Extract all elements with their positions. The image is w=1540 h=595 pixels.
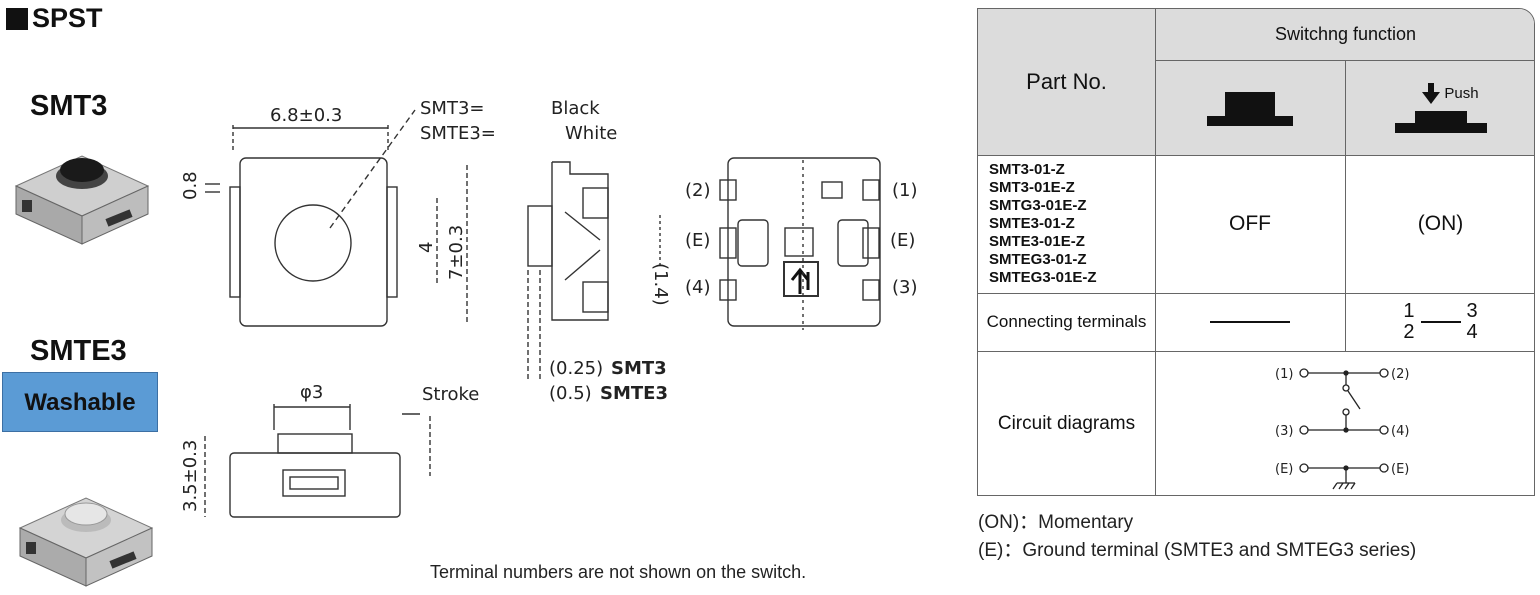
conn-1: 1 xyxy=(1403,300,1415,322)
front-view xyxy=(204,404,431,518)
color-smte3-value: White xyxy=(565,123,617,144)
color-smt3-value: Black xyxy=(551,98,600,119)
top-view xyxy=(205,109,468,327)
part-number: SMTG3-01E-Z xyxy=(989,197,1087,214)
circuit-term-e-right: (E) xyxy=(1391,462,1409,477)
dim-7-label: 7±0.3 xyxy=(446,225,467,280)
part-number: SMTEG3-01-Z xyxy=(989,251,1087,268)
model-smt3-label: SMT3 xyxy=(30,90,108,122)
terminal-note: Terminal numbers are not shown on the sw… xyxy=(430,562,807,582)
on-connection-cell: 1 2 3 4 xyxy=(1345,293,1534,351)
push-label: Push xyxy=(1444,85,1479,102)
table-divider xyxy=(1155,60,1534,61)
square-bullet-icon xyxy=(6,8,28,30)
dim-width-label: 6.8±0.3 xyxy=(270,105,342,126)
side-view xyxy=(527,161,609,382)
part-number: SMT3-01E-Z xyxy=(989,179,1075,196)
dim-08-label: 0.8 xyxy=(180,171,201,200)
off-state-cell: OFF xyxy=(1229,212,1271,235)
washable-badge: Washable xyxy=(2,372,158,432)
stroke-smte3-value: (0.5) xyxy=(549,383,592,404)
circuit-term-4: (4) xyxy=(1391,424,1409,439)
section-heading: SPST xyxy=(6,3,103,34)
part-number: SMT3-01-Z xyxy=(989,161,1065,178)
stroke-label: Stroke xyxy=(422,384,479,405)
term-2-label: (2) xyxy=(685,180,711,201)
circuit-term-2: (2) xyxy=(1391,367,1409,382)
table-divider xyxy=(978,293,1534,294)
push-arrow-icon xyxy=(1422,82,1441,104)
spec-table: Part No. Switchng function Push SMT3-01-… xyxy=(977,8,1535,496)
table-divider xyxy=(1345,60,1346,351)
on-state-header: Push xyxy=(1345,60,1534,155)
term-3-label: (3) xyxy=(892,277,918,298)
circuit-term-e-left: (E) xyxy=(1275,462,1293,477)
on-state-cell: (ON) xyxy=(1417,212,1464,235)
legend-momentary: (ON)：Momentary xyxy=(978,512,1134,533)
dim-4-label: 4 xyxy=(416,242,437,253)
legend-ground-terminal: (E)：Ground terminal (SMTE3 and SMTEG3 se… xyxy=(978,540,1417,561)
table-divider xyxy=(1155,9,1156,495)
connection-line xyxy=(1420,321,1461,323)
smte3-product-photo xyxy=(18,497,154,587)
pressed-switch-icon xyxy=(1394,110,1487,133)
term-4-label: (4) xyxy=(685,277,711,298)
stroke-smt3-label: SMT3 xyxy=(611,358,667,379)
color-smte3-label: SMTE3= xyxy=(420,123,496,144)
circuit-term-3: (3) xyxy=(1275,424,1293,439)
bottom-view xyxy=(659,157,881,330)
stroke-smt3-value: (0.25) xyxy=(549,358,603,379)
dim-phi-label: φ3 xyxy=(300,382,323,403)
conn-2: 2 xyxy=(1403,321,1415,343)
released-switch-icon xyxy=(1207,91,1293,126)
part-no-header: Part No. xyxy=(978,9,1155,155)
part-number-list: SMT3-01-Z SMT3-01E-Z SMTG3-01E-Z SMTE3-0… xyxy=(978,155,1155,293)
stroke-smte3-label: SMTE3 xyxy=(600,383,668,404)
circuit-term-1: (1) xyxy=(1275,367,1293,382)
dimension-drawing: 6.8±0.3 0.8 4 7±0.3 SMT3= Black SMTE3= W… xyxy=(180,98,918,518)
off-connection-cell xyxy=(1155,293,1345,351)
circuit-diagrams-label: Circuit diagrams xyxy=(997,413,1136,434)
term-e-right-label: (E) xyxy=(890,230,915,251)
color-smt3-label: SMT3= xyxy=(420,98,485,119)
term-e-left-label: (E) xyxy=(685,230,710,251)
dim-14-label: (1.4) xyxy=(650,263,671,306)
part-number: SMTE3-01-Z xyxy=(989,215,1075,232)
switching-function-header: Switchng function xyxy=(1155,9,1534,60)
off-state-header xyxy=(1155,60,1345,155)
no-connection-line xyxy=(1210,321,1290,323)
circuit-diagram-cell: (1) (2) (3) (4) (E) (E) xyxy=(1155,351,1534,495)
dim-height-label: 3.5±0.3 xyxy=(180,440,201,512)
term-1-label: (1) xyxy=(892,180,918,201)
circuit-diagram: (1) (2) (3) (4) (E) (E) xyxy=(1275,367,1409,490)
section-title: SPST xyxy=(32,3,103,33)
smt3-product-photo xyxy=(14,155,150,245)
table-divider xyxy=(978,155,1534,156)
connecting-terminals-label: Connecting terminals xyxy=(986,312,1147,331)
conn-3: 3 xyxy=(1466,300,1478,322)
part-number: SMTE3-01E-Z xyxy=(989,233,1085,250)
model-smte3-label: SMTE3 xyxy=(30,335,127,367)
conn-4: 4 xyxy=(1466,321,1478,343)
part-number: SMTEG3-01E-Z xyxy=(989,269,1097,286)
table-divider xyxy=(978,351,1534,352)
